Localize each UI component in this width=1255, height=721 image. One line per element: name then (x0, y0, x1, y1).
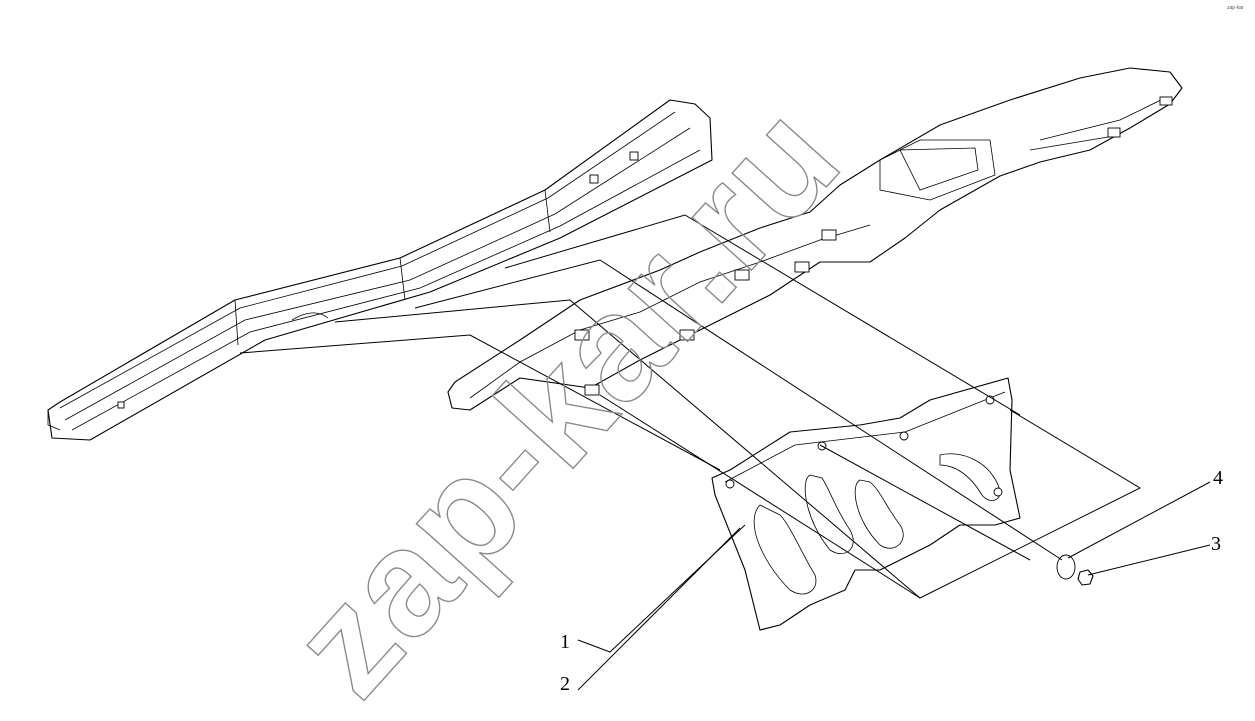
callout-label-1: 1 (560, 631, 570, 653)
nut-part-3 (1077, 569, 1094, 586)
assembly-lines (239, 214, 1142, 599)
callout-label-4: 4 (1213, 467, 1223, 489)
callout-label-2: 2 (560, 673, 570, 695)
callout-leaders (577, 481, 1211, 691)
callout-label-3: 3 (1211, 533, 1221, 555)
corner-logo-text: zap-kar (1227, 5, 1244, 11)
heat-shield-panel (711, 377, 1021, 631)
center-floor-tunnel (447, 67, 1183, 411)
left-side-rail-assembly (47, 99, 713, 441)
washer-part-4 (1056, 554, 1076, 580)
